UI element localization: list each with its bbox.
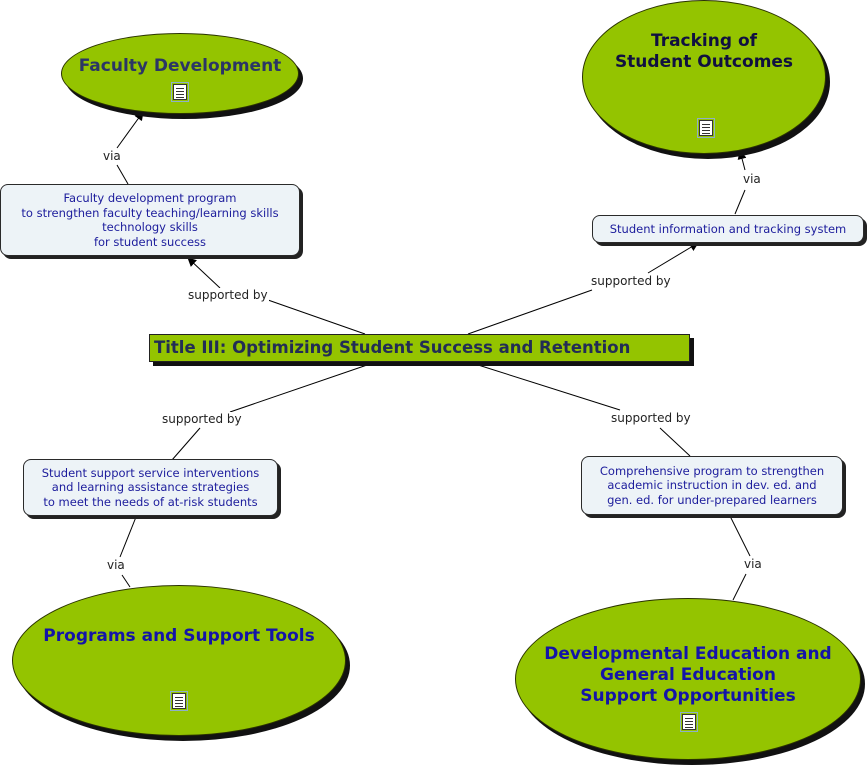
arrow-to-faculty-development (116, 111, 144, 149)
line-center-to-supported-support (229, 363, 371, 413)
node-programs-support-tools[interactable]: Programs and Support Tools (12, 585, 346, 736)
link-label-via: via (743, 557, 763, 571)
line-via-to-developmental (732, 573, 747, 601)
box-tracking-system[interactable]: Student information and tracking system (592, 215, 864, 243)
document-icon[interactable] (170, 691, 188, 711)
line-center-to-supported-tracking (467, 289, 593, 335)
line-supported-to-comprehensive-box (659, 427, 691, 457)
central-concept-title[interactable]: Title III: Optimizing Student Success an… (149, 334, 690, 362)
line-via-to-programs (121, 574, 131, 588)
line-supported-to-support-box (171, 427, 201, 461)
arrow-to-faculty-program (187, 257, 221, 289)
line-center-to-supported-faculty (267, 299, 366, 335)
node-tracking-outcomes[interactable]: Tracking of Student Outcomes (582, 0, 826, 154)
line-support-box-to-via (119, 516, 137, 558)
node-programs-support-tools-title: Programs and Support Tools (43, 626, 315, 646)
link-label-via: via (102, 149, 122, 163)
arrow-to-tracking-node (737, 150, 747, 171)
node-developmental-education[interactable]: Developmental Education and General Educ… (515, 598, 861, 760)
node-developmental-education-title: Developmental Education and General Educ… (544, 644, 832, 706)
box-comprehensive-program[interactable]: Comprehensive program to strengthen acad… (581, 456, 843, 515)
box-support-services[interactable]: Student support service interventions an… (23, 459, 278, 516)
link-label-supported-by: supported by (161, 412, 243, 426)
link-label-via: via (106, 558, 126, 572)
node-tracking-outcomes-title: Tracking of Student Outcomes (614, 31, 794, 72)
node-faculty-development-title: Faculty Development (78, 56, 282, 76)
box-faculty-program[interactable]: Faculty development program to strengthe… (0, 184, 300, 256)
document-icon[interactable] (171, 82, 189, 102)
line-center-to-supported-comprehensive (474, 363, 621, 411)
link-label-supported-by: supported by (590, 274, 672, 288)
node-faculty-development[interactable]: Faculty Development (61, 33, 299, 114)
line-comprehensive-to-via (729, 515, 751, 557)
link-label-supported-by: supported by (187, 288, 269, 302)
line-tracking-system-to-via (734, 189, 746, 215)
link-label-via: via (742, 172, 762, 186)
link-label-supported-by: supported by (610, 411, 692, 425)
document-icon[interactable] (680, 712, 698, 732)
line-faculty-program-to-via (116, 164, 129, 185)
arrow-to-tracking-system (647, 242, 699, 274)
document-icon[interactable] (697, 118, 715, 138)
